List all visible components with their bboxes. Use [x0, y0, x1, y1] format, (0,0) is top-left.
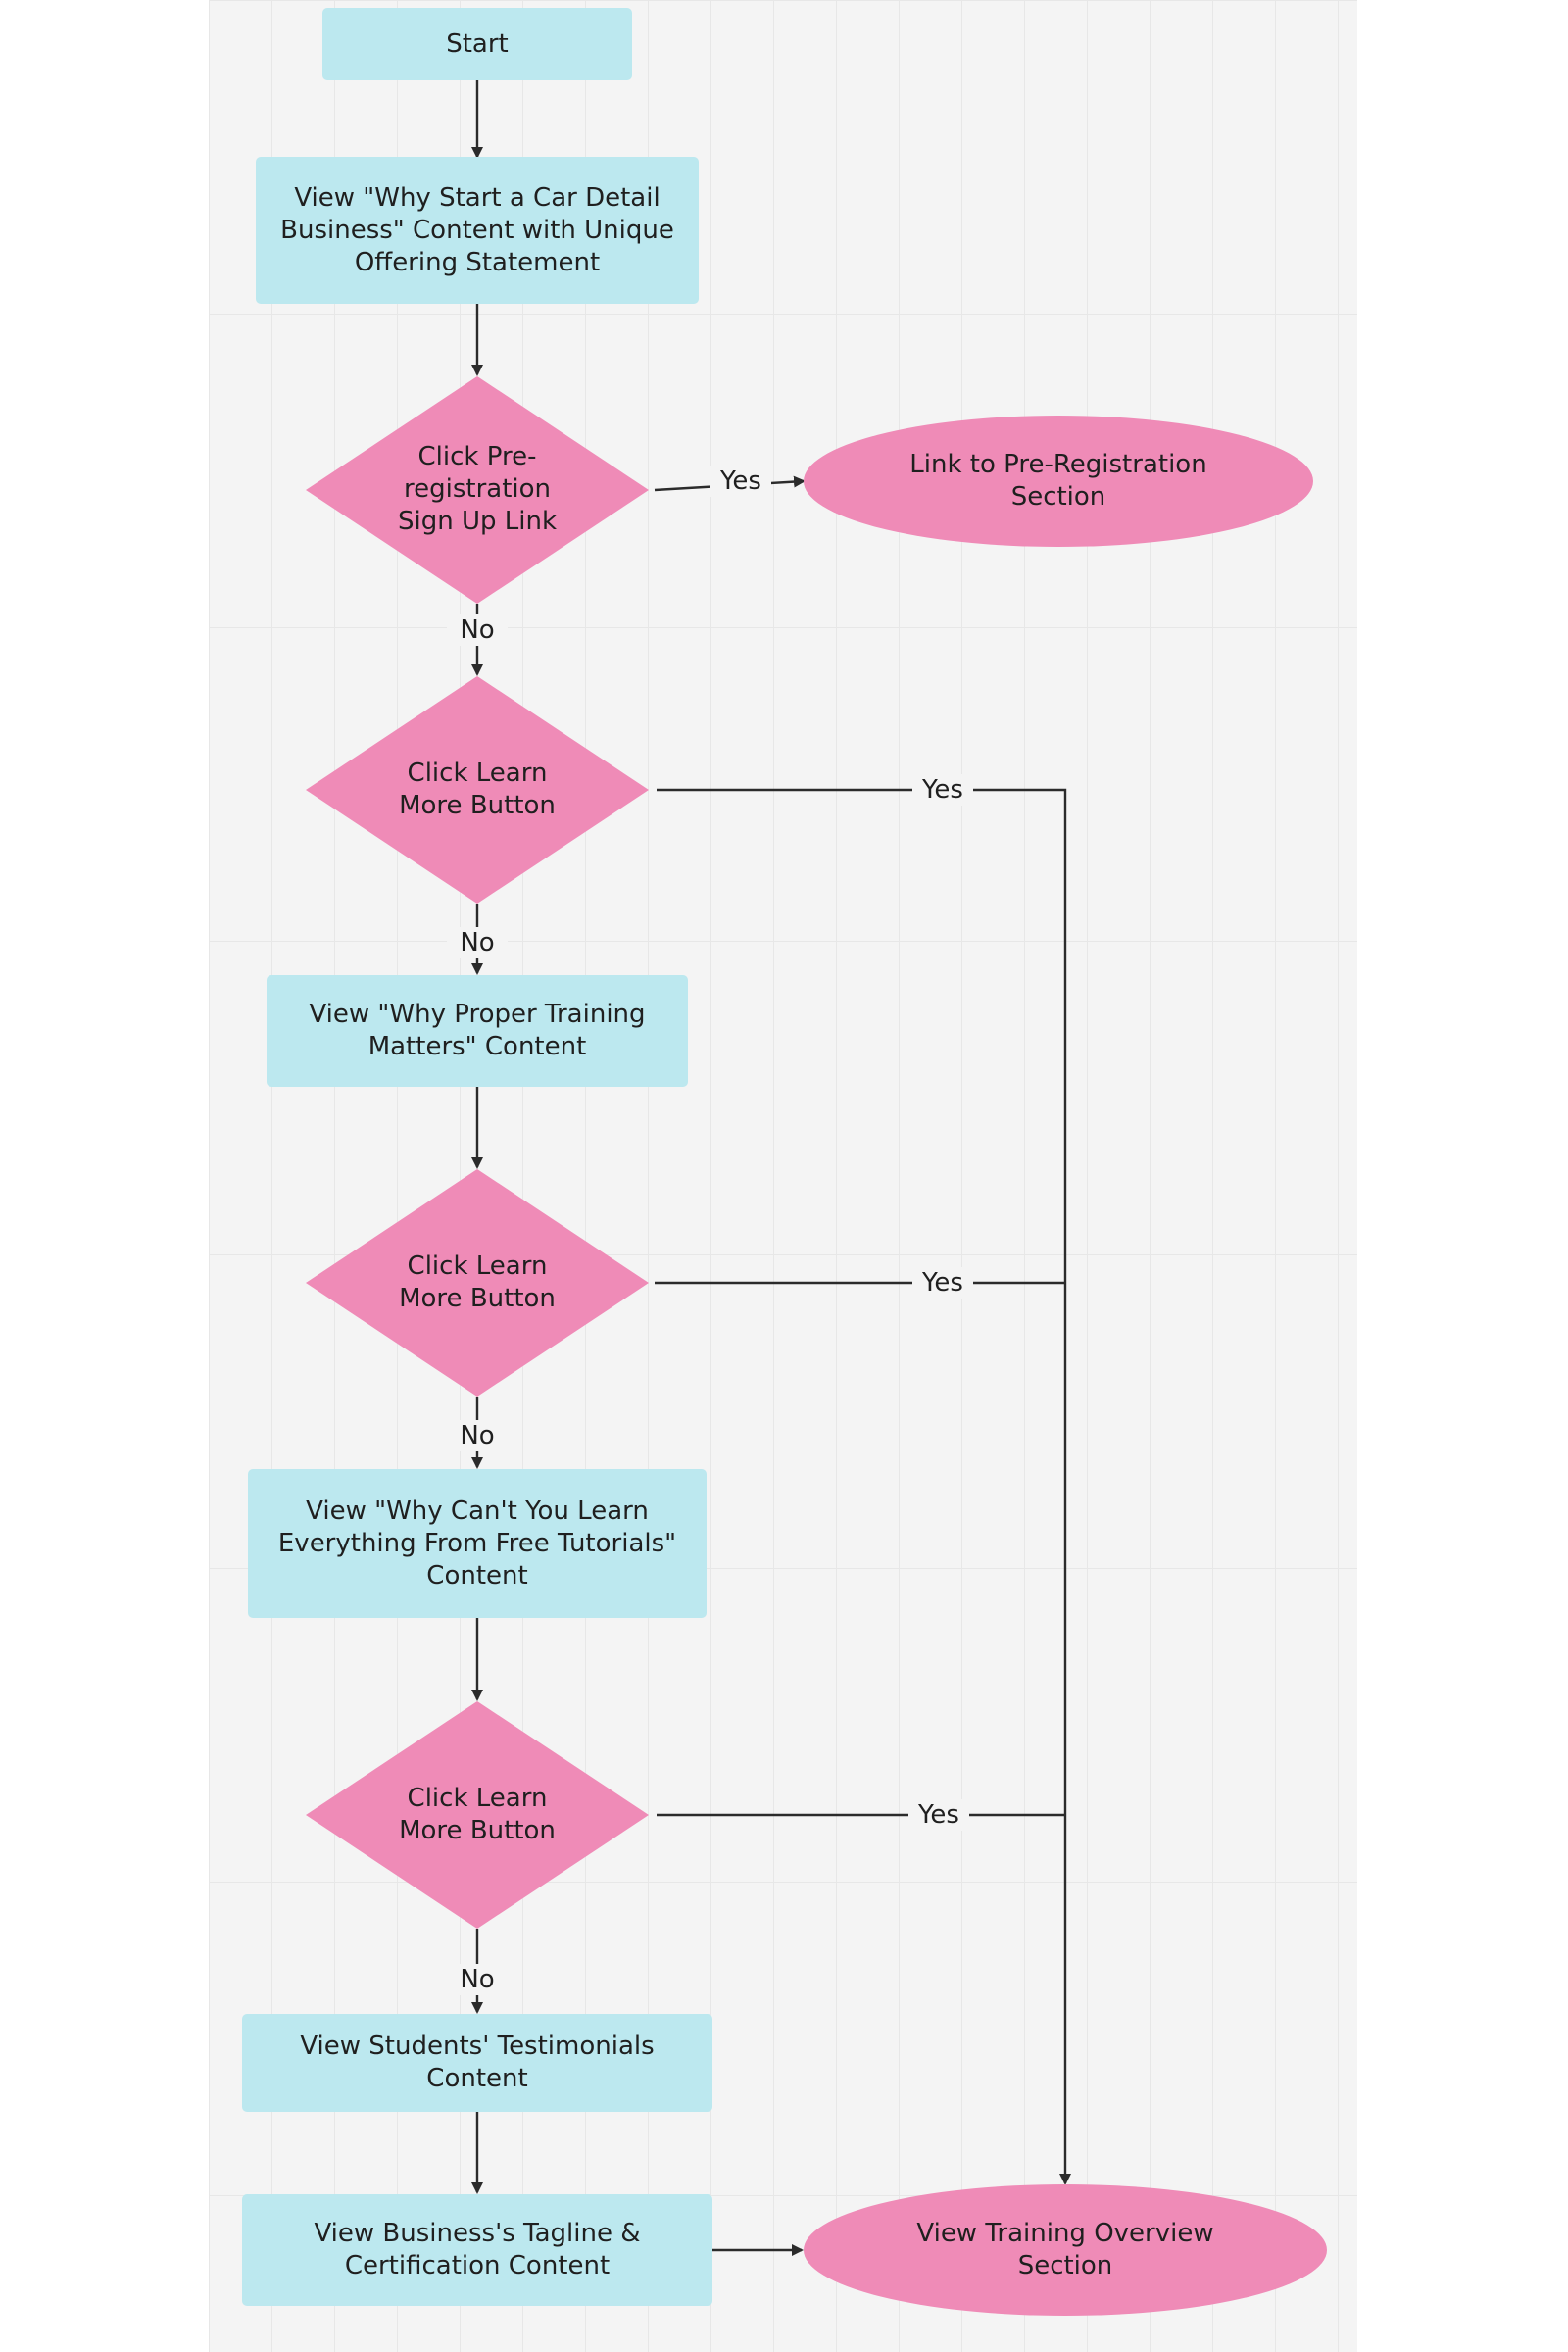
view-free-tutorials-box: [248, 1469, 707, 1618]
link-preregistration-label: Link to Pre-Registration Section: [909, 450, 1207, 512]
decision-preregistration-label: Click Pre- registration Sign Up Link: [397, 442, 558, 537]
edge-label-no: No: [447, 614, 508, 646]
edge-label-no: No: [447, 927, 508, 958]
training-overview-ellipse: [804, 2184, 1327, 2316]
start-box: [322, 8, 632, 80]
decision-learn-more-3-diamond: [306, 1701, 649, 1929]
view-tagline-label: View Business's Tagline & Certification …: [314, 2219, 641, 2280]
view-why-start-label: View "Why Start a Car Detail Business" C…: [280, 182, 674, 277]
edge-label-yes: Yes: [908, 1799, 969, 1831]
decision-learn-more-1-diamond: [306, 676, 649, 904]
nodes-layer: [242, 8, 1327, 2316]
decision-learn-more-2-label: Click Learn More Button: [399, 1250, 556, 1313]
view-proper-training-box: [267, 975, 688, 1087]
view-why-start-box: [256, 157, 699, 304]
training-overview-label: View Training Overview Section: [916, 2219, 1214, 2280]
decision-learn-more-1-label: Click Learn More Button: [399, 758, 556, 820]
connector-decision-learn-more-1-to-training-overview: [657, 788, 1071, 2185]
link-preregistration-ellipse: [804, 416, 1313, 547]
edge-label-yes: Yes: [912, 774, 973, 806]
decision-learn-more-2-diamond: [306, 1169, 649, 1396]
view-testimonials-box: [242, 2014, 712, 2112]
view-tagline-box: [242, 2194, 712, 2306]
edge-label-yes: Yes: [710, 466, 771, 497]
view-free-tutorials-label: View "Why Can't You Learn Everything Fro…: [277, 1495, 677, 1591]
decision-learn-more-3-label: Click Learn More Button: [399, 1783, 556, 1845]
flowchart-canvas: [209, 0, 1357, 2352]
edge-label-no: No: [447, 1964, 508, 1995]
edge-label-yes: Yes: [912, 1267, 973, 1298]
edge-label-no: No: [447, 1420, 508, 1451]
start-label: Start: [446, 28, 509, 59]
decision-preregistration-diamond: [306, 376, 649, 604]
view-testimonials-label: View Students' Testimonials Content: [300, 2032, 655, 2093]
view-proper-training-label: View "Why Proper Training Matters" Conte…: [309, 1000, 646, 1061]
